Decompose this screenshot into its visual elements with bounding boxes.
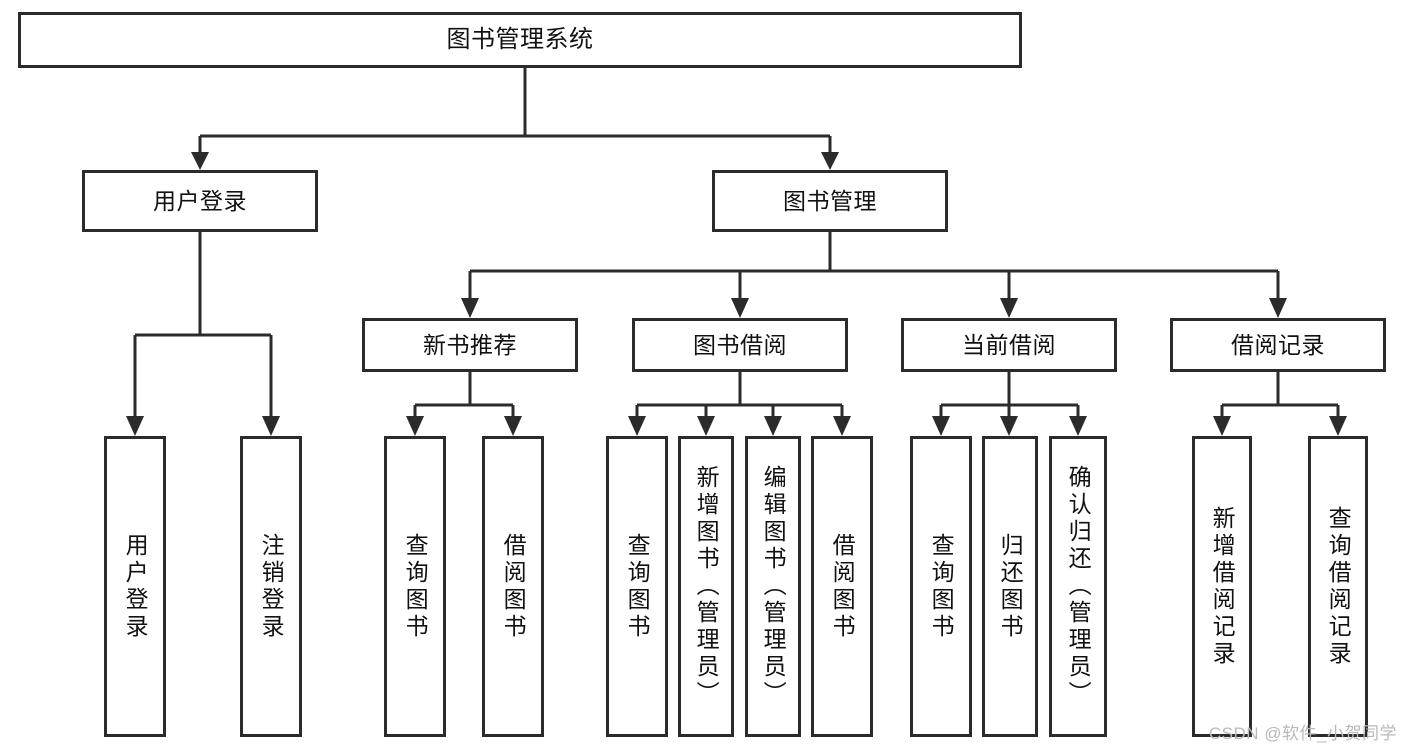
node-label: 查询图书 — [624, 532, 651, 641]
node-leaf-query-book-3[interactable]: 查询图书 — [910, 436, 972, 737]
node-label: 查询图书 — [402, 532, 429, 641]
node-leaf-add-book[interactable]: 新增图书（管理员） — [678, 436, 734, 737]
watermark: CSDN @软件_小贺同学 — [1208, 724, 1397, 743]
node-label: 新增借阅记录 — [1209, 505, 1236, 668]
node-book-borrow[interactable]: 图书借阅 — [632, 318, 848, 372]
edge-userlogin-to-leaves — [126, 232, 280, 436]
node-new-book-rec[interactable]: 新书推荐 — [362, 318, 578, 372]
node-leaf-query-book-1[interactable]: 查询图书 — [384, 436, 446, 737]
node-leaf-borrow-book-2[interactable]: 借阅图书 — [811, 436, 873, 737]
node-label: 确认归还（管理员） — [1065, 465, 1092, 708]
node-label: 用户登录 — [153, 187, 247, 214]
node-leaf-query-record[interactable]: 查询借阅记录 — [1308, 436, 1368, 737]
edge-root-to-level2 — [191, 68, 839, 170]
node-label: 借阅记录 — [1231, 331, 1325, 358]
node-book-manage[interactable]: 图书管理 — [712, 170, 948, 232]
node-leaf-user-login[interactable]: 用户登录 — [104, 436, 166, 737]
node-leaf-query-book-2[interactable]: 查询图书 — [606, 436, 668, 737]
node-label: 新增图书（管理员） — [693, 465, 720, 708]
edge-borrowrecord-to-leaves — [1213, 372, 1347, 436]
node-user-login[interactable]: 用户登录 — [82, 170, 318, 232]
node-leaf-add-record[interactable]: 新增借阅记录 — [1192, 436, 1252, 737]
node-label: 编辑图书（管理员） — [760, 465, 787, 708]
node-leaf-return-book[interactable]: 归还图书 — [982, 436, 1038, 737]
node-label: 查询图书 — [928, 532, 955, 641]
node-label: 图书管理 — [783, 187, 877, 214]
node-leaf-edit-book[interactable]: 编辑图书（管理员） — [745, 436, 801, 737]
node-label: 查询借阅记录 — [1325, 505, 1352, 668]
edge-newbook-to-leaves — [406, 372, 522, 436]
node-root-system[interactable]: 图书管理系统 — [18, 12, 1022, 68]
node-label: 用户登录 — [122, 532, 149, 641]
edge-bookmanage-to-level3 — [461, 232, 1287, 318]
node-borrow-record[interactable]: 借阅记录 — [1170, 318, 1386, 372]
node-label: 借阅图书 — [500, 532, 527, 641]
node-label: 注销登录 — [258, 532, 285, 641]
node-current-borrow[interactable]: 当前借阅 — [901, 318, 1117, 372]
node-label: 图书管理系统 — [446, 26, 594, 54]
node-leaf-borrow-book-1[interactable]: 借阅图书 — [482, 436, 544, 737]
node-label: 归还图书 — [997, 532, 1024, 641]
node-label: 图书借阅 — [693, 331, 787, 358]
node-leaf-user-logout[interactable]: 注销登录 — [240, 436, 302, 737]
node-leaf-confirm-return[interactable]: 确认归还（管理员） — [1049, 436, 1107, 737]
node-label: 借阅图书 — [829, 532, 856, 641]
edge-bookborrow-to-leaves — [628, 372, 851, 436]
node-label: 当前借阅 — [962, 331, 1056, 358]
node-label: 新书推荐 — [423, 331, 517, 358]
edge-currentborrow-to-leaves — [932, 372, 1087, 436]
